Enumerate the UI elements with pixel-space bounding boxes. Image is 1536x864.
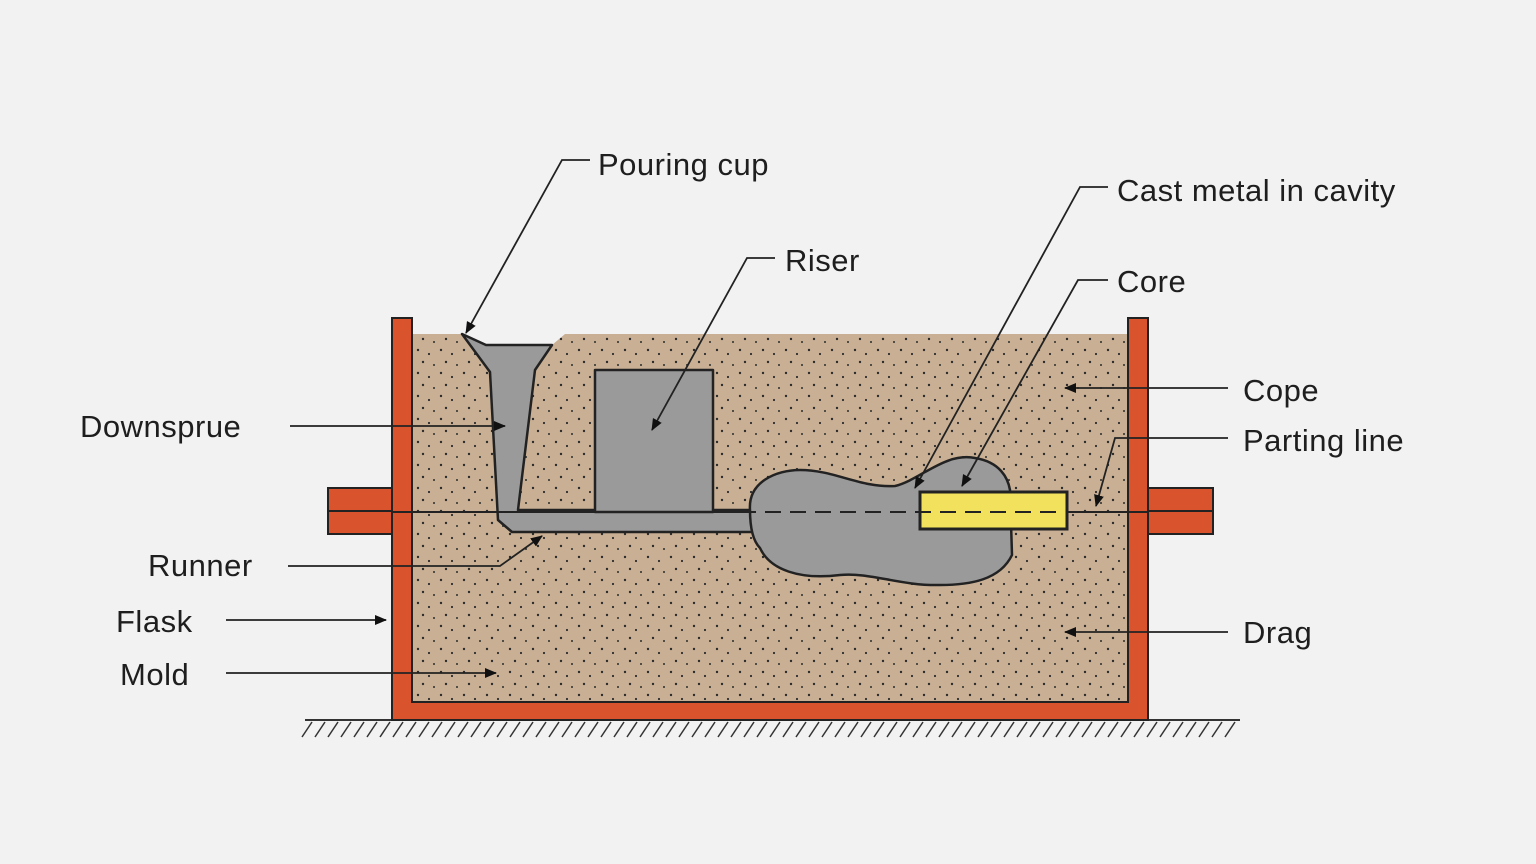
flask-cope-right [1127, 317, 1149, 513]
parting-line-leader [1094, 437, 1228, 507]
labels: Pouring cup Riser Cast metal in cavity C… [80, 147, 1404, 692]
label-flask: Flask [116, 604, 193, 639]
label-cast-metal: Cast metal in cavity [1117, 173, 1396, 208]
flask [327, 317, 1214, 721]
riser-leader [651, 257, 775, 431]
flask-drag [391, 511, 1149, 721]
pouring-cup-leader [465, 159, 590, 334]
ground [301, 719, 1240, 738]
label-core: Core [1117, 264, 1186, 299]
cast-metal-leader [914, 186, 1108, 489]
leader-lines [226, 159, 1228, 678]
label-riser: Riser [785, 243, 860, 278]
core-leader [961, 279, 1108, 487]
core [918, 490, 1069, 531]
flask-cope-left [391, 317, 413, 513]
label-runner: Runner [148, 548, 253, 583]
label-cope: Cope [1243, 373, 1319, 408]
label-mold: Mold [120, 657, 189, 692]
label-downsprue: Downsprue [80, 409, 241, 444]
runner-leader [288, 535, 543, 567]
label-pouring-cup: Pouring cup [598, 147, 769, 182]
label-parting-line: Parting line [1243, 423, 1404, 458]
riser-metal [593, 368, 715, 514]
label-drag: Drag [1243, 615, 1312, 650]
